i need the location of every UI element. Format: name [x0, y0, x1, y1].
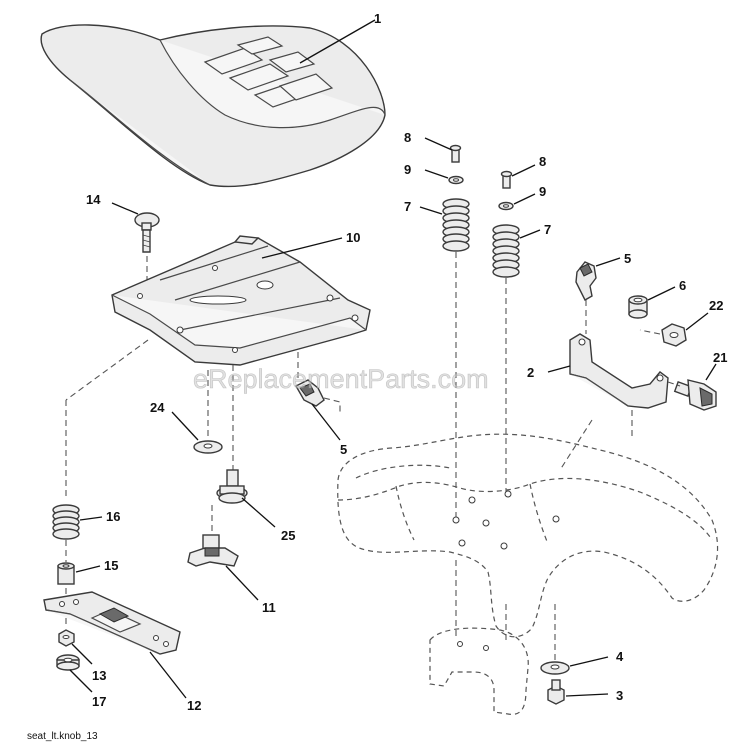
seat-part — [40, 24, 386, 188]
callout-7-left: 7 — [404, 199, 411, 214]
callout-12: 12 — [187, 698, 201, 713]
callout-22: 22 — [709, 298, 723, 313]
knob-clip-right-part — [575, 261, 597, 301]
pivot-bracket-part — [569, 333, 669, 409]
callout-5-right: 5 — [624, 251, 631, 266]
callout-21: 21 — [713, 350, 727, 365]
shoulder-bolt-part — [216, 469, 248, 504]
callout-25: 25 — [281, 528, 295, 543]
callout-8-left: 8 — [404, 130, 411, 145]
callout-1: 1 — [374, 11, 381, 26]
callout-10: 10 — [346, 230, 360, 245]
callout-2: 2 — [527, 365, 534, 380]
callout-5-left: 5 — [340, 442, 347, 457]
bushing-part — [628, 295, 648, 319]
callout-11: 11 — [262, 600, 276, 615]
lower-frame-bracket-outline — [429, 560, 529, 715]
spacer-part — [57, 562, 75, 585]
drawing-reference-code: seat_lt.knob_13 — [27, 731, 98, 742]
bolt-8-right-part — [500, 170, 513, 189]
washer-left-part — [193, 440, 223, 454]
seat-panels — [203, 36, 334, 108]
callout-9-left: 9 — [404, 162, 411, 177]
seat-mounting-plate-part — [111, 235, 371, 366]
nut-13-part — [58, 629, 75, 647]
spring-left-part — [52, 504, 80, 540]
callout-13: 13 — [92, 668, 106, 683]
callout-16: 16 — [106, 509, 120, 524]
washer-9-right-part — [498, 201, 514, 211]
callout-4: 4 — [616, 649, 624, 664]
spring-7-right-part — [492, 224, 520, 278]
washer-9-left-part — [448, 175, 464, 185]
washer-right-part — [540, 661, 570, 675]
adjustment-knob-part — [187, 534, 239, 567]
tractor-frame-outline — [337, 433, 719, 638]
watermark-text: eReplacementParts.com — [193, 364, 489, 394]
bolt-8-left-part — [449, 144, 462, 163]
bolt-right-part — [547, 679, 565, 705]
slide-bracket-part — [43, 591, 181, 655]
callout-15: 15 — [104, 558, 118, 573]
callout-17: 17 — [92, 694, 106, 709]
callout-9-right: 9 — [539, 184, 546, 199]
knob-clip-left-part — [295, 352, 341, 412]
lock-nut-part — [56, 654, 80, 671]
callout-8-right: 8 — [539, 154, 546, 169]
callout-7-right: 7 — [544, 222, 551, 237]
hex-bolt-part — [673, 379, 717, 411]
hex-nut-part — [661, 323, 687, 347]
callout-14: 14 — [86, 192, 101, 207]
callout-24: 24 — [150, 400, 165, 415]
spring-7-left-part — [442, 198, 470, 252]
carriage-bolt-part — [134, 212, 160, 253]
callout-6: 6 — [679, 278, 686, 293]
callout-3: 3 — [616, 688, 623, 703]
